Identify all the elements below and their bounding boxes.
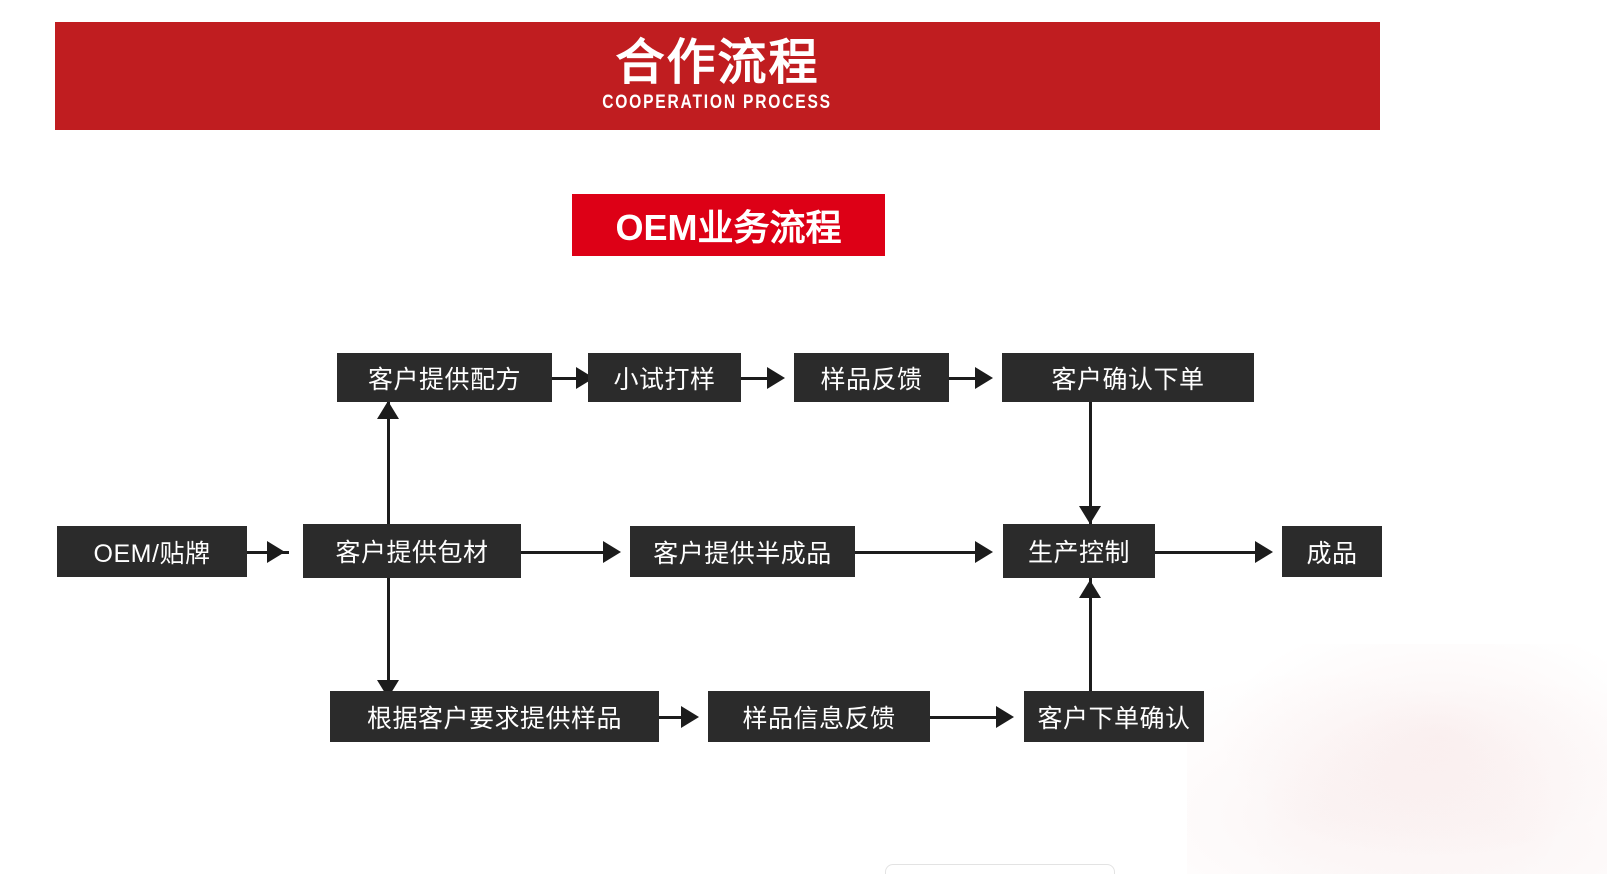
connector-formula-to-trial	[552, 377, 588, 380]
flow-node-customer-provides-semifinished[interactable]: 客户提供半成品	[630, 526, 855, 577]
connector-semifinished-to-production	[855, 551, 983, 554]
connector-sample-info-to-order-confirm	[930, 716, 1008, 719]
banner-subtitle: COOPERATION PROCESS	[602, 91, 833, 113]
arrowhead-packaging-to-formula	[377, 401, 399, 419]
flow-node-finished-product[interactable]: 成品	[1282, 526, 1382, 577]
flow-node-sample-info-feedback[interactable]: 样品信息反馈	[708, 691, 930, 742]
connector-make-sample-to-sample-info	[659, 716, 693, 719]
arrowhead-sample-info-to-order-confirm	[996, 706, 1014, 728]
header-banner: 合作流程 COOPERATION PROCESS	[55, 22, 1380, 130]
connector-production-to-finished	[1155, 551, 1263, 554]
flow-node-customer-confirms-order[interactable]: 客户确认下单	[1002, 353, 1254, 402]
flow-node-customer-provides-formula[interactable]: 客户提供配方	[337, 353, 552, 402]
connector-packaging-to-semifinished	[521, 551, 611, 554]
connector-sample-feedback-to-confirm-order	[949, 377, 987, 380]
flow-node-production-control[interactable]: 生产控制	[1003, 524, 1155, 578]
section-title-text: OEM业务流程	[615, 207, 842, 248]
arrowhead-confirm-order-to-production	[1079, 506, 1101, 524]
arrowhead-order-confirm-to-production	[1079, 580, 1101, 598]
flow-node-trial-sample[interactable]: 小试打样	[588, 353, 741, 402]
arrowhead-production-to-finished	[1255, 541, 1273, 563]
arrowhead-trial-to-sample-feedback	[767, 367, 785, 389]
arrowhead-semifinished-to-production	[975, 541, 993, 563]
section-title-badge: OEM业务流程	[572, 194, 885, 256]
flow-node-provide-sample-per-request[interactable]: 根据客户要求提供样品	[330, 691, 659, 742]
arrowhead-make-sample-to-sample-info	[681, 706, 699, 728]
arrowhead-sample-feedback-to-confirm-order	[975, 367, 993, 389]
connector-trial-to-sample-feedback	[741, 377, 779, 380]
arrowhead-oem-to-packaging	[267, 541, 285, 563]
banner-title: 合作流程	[615, 36, 820, 91]
flow-node-customer-provides-packaging[interactable]: 客户提供包材	[303, 524, 521, 578]
flow-node-oem-private-label[interactable]: OEM/贴牌	[57, 526, 247, 577]
background-watermark	[1187, 644, 1607, 874]
flow-node-customer-places-order[interactable]: 客户下单确认	[1024, 691, 1204, 742]
flow-node-sample-feedback[interactable]: 样品反馈	[794, 353, 949, 402]
arrowhead-packaging-to-semifinished	[603, 541, 621, 563]
bottom-partial-card	[885, 864, 1115, 874]
